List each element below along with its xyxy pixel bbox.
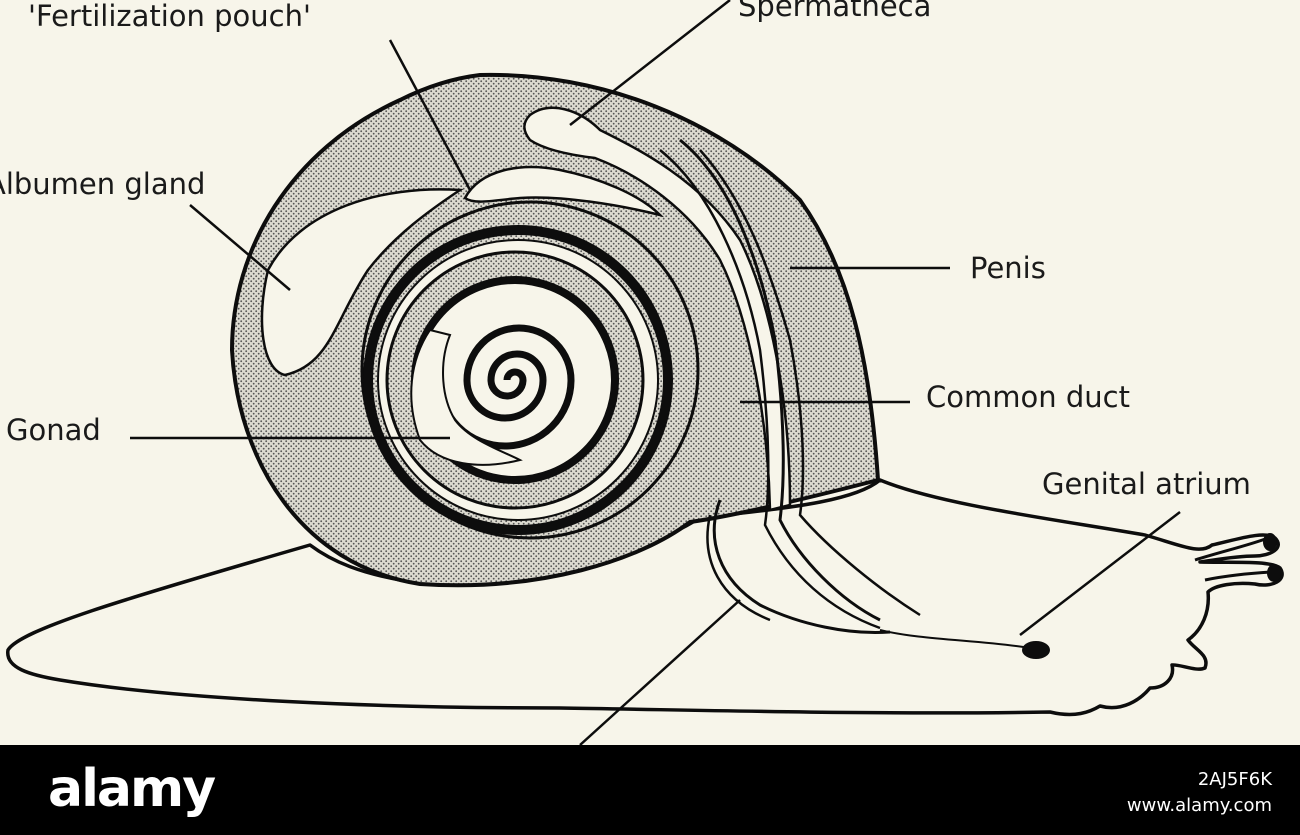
label-common-duct: Common duct: [926, 380, 1130, 414]
label-spermatheca: Spermatheca: [738, 0, 931, 23]
watermark-info: 2AJ5F6K www.alamy.com: [1127, 767, 1272, 819]
albumen-gland-shape: [260, 188, 464, 377]
watermark-brand: alamy: [48, 759, 216, 819]
gonad-spiral: [435, 324, 575, 450]
snail-reproductive-diagram: 'Fertilization pouch' Spermatheca Albume…: [0, 0, 1284, 745]
common-duct-lines: [679, 138, 881, 622]
label-genital-atrium: Genital atrium: [1042, 467, 1251, 501]
genital-pore: [1022, 641, 1050, 659]
label-penis: Penis: [970, 251, 1046, 285]
watermark-bar: alamy 2AJ5F6K www.alamy.com: [0, 745, 1300, 835]
fertilization-pouch-shape: [463, 165, 665, 218]
label-albumen-gland: Albumen gland: [0, 167, 205, 201]
watermark-image-id: 2AJ5F6K: [1197, 769, 1272, 790]
watermark-site: www.alamy.com: [1126, 795, 1272, 816]
upper-tentacle: [1194, 536, 1269, 562]
label-gonad: Gonad: [6, 413, 101, 447]
label-fertilization-pouch: 'Fertilization pouch': [28, 0, 311, 33]
